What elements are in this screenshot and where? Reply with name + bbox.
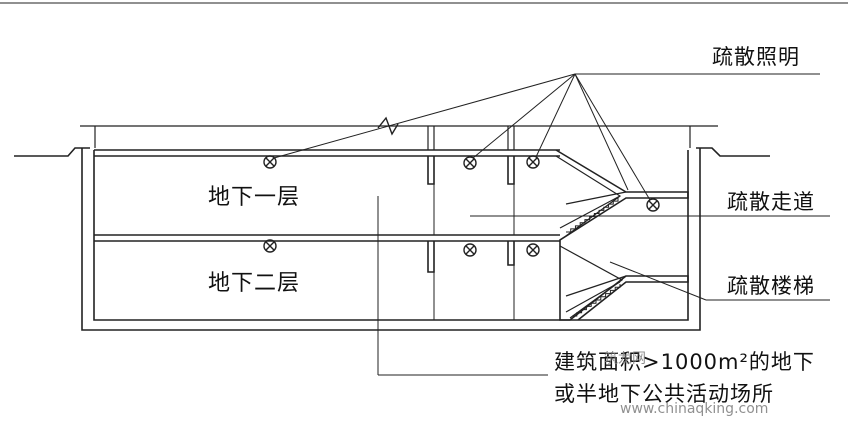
label-evac-corridor: 疏散走道 bbox=[727, 190, 815, 214]
stair-outline bbox=[556, 150, 688, 320]
light-fixture-icon bbox=[264, 156, 276, 168]
stair-tread bbox=[572, 284, 620, 316]
stair-tread bbox=[566, 198, 618, 232]
light-fixture-icon bbox=[264, 240, 276, 252]
light-fixture-icon bbox=[647, 199, 659, 211]
label-note-line1: 建筑面积>1000m²的地下 bbox=[554, 350, 815, 374]
label-note-line2: 或半地下公共活动场所 bbox=[554, 382, 774, 406]
label-evac-stair: 疏散楼梯 bbox=[727, 274, 815, 298]
watermark-bottom: www.chinaqking.com bbox=[620, 401, 769, 417]
ground-right bbox=[696, 148, 770, 156]
light-fixture-icon bbox=[464, 157, 476, 169]
outer-wall bbox=[82, 148, 700, 330]
light-fixture-icon bbox=[527, 156, 539, 168]
light-fixture-icon bbox=[527, 244, 539, 256]
light-fixture-icon bbox=[464, 244, 476, 256]
watermark-top: 筑龙网 bbox=[604, 351, 646, 367]
label-basement-2: 地下二层 bbox=[208, 271, 301, 296]
label-basement-1: 地下一层 bbox=[208, 185, 301, 210]
label-evac-lighting: 疏散照明 bbox=[712, 45, 800, 69]
ground-left bbox=[14, 148, 90, 156]
